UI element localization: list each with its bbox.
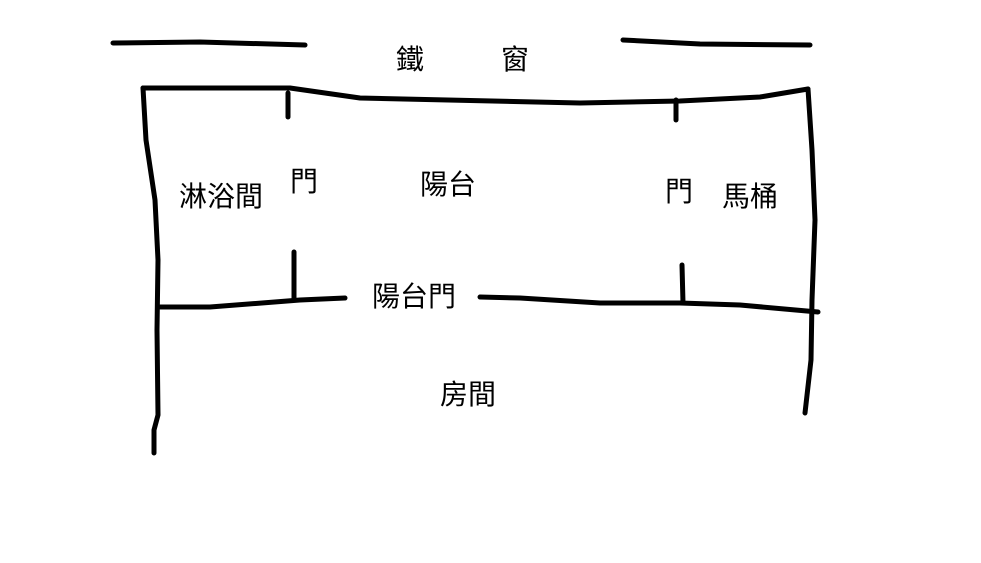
shower-door-label: 門 bbox=[289, 165, 319, 198]
left-outer-wall bbox=[140, 85, 161, 456]
balcony-door-label: 陽台門 bbox=[371, 280, 457, 313]
iron-window-label-right: 窗 bbox=[500, 43, 530, 76]
balcony-label: 陽台 bbox=[419, 168, 477, 201]
iron-window-left-line bbox=[110, 39, 308, 48]
balcony-top-wall bbox=[140, 85, 811, 106]
iron-window-right-line bbox=[620, 37, 813, 48]
toilet-label: 馬桶 bbox=[721, 180, 779, 213]
toilet-door-label: 門 bbox=[664, 175, 694, 208]
iron-window-label-left: 鐵 bbox=[395, 43, 425, 76]
balcony-wall-right bbox=[477, 294, 821, 315]
right-outer-wall bbox=[802, 86, 818, 416]
shower-room-label: 淋浴間 bbox=[178, 180, 264, 213]
balcony-wall-left bbox=[157, 295, 348, 310]
toilet-door-lower-stub bbox=[679, 262, 686, 306]
room-label: 房間 bbox=[439, 378, 497, 411]
